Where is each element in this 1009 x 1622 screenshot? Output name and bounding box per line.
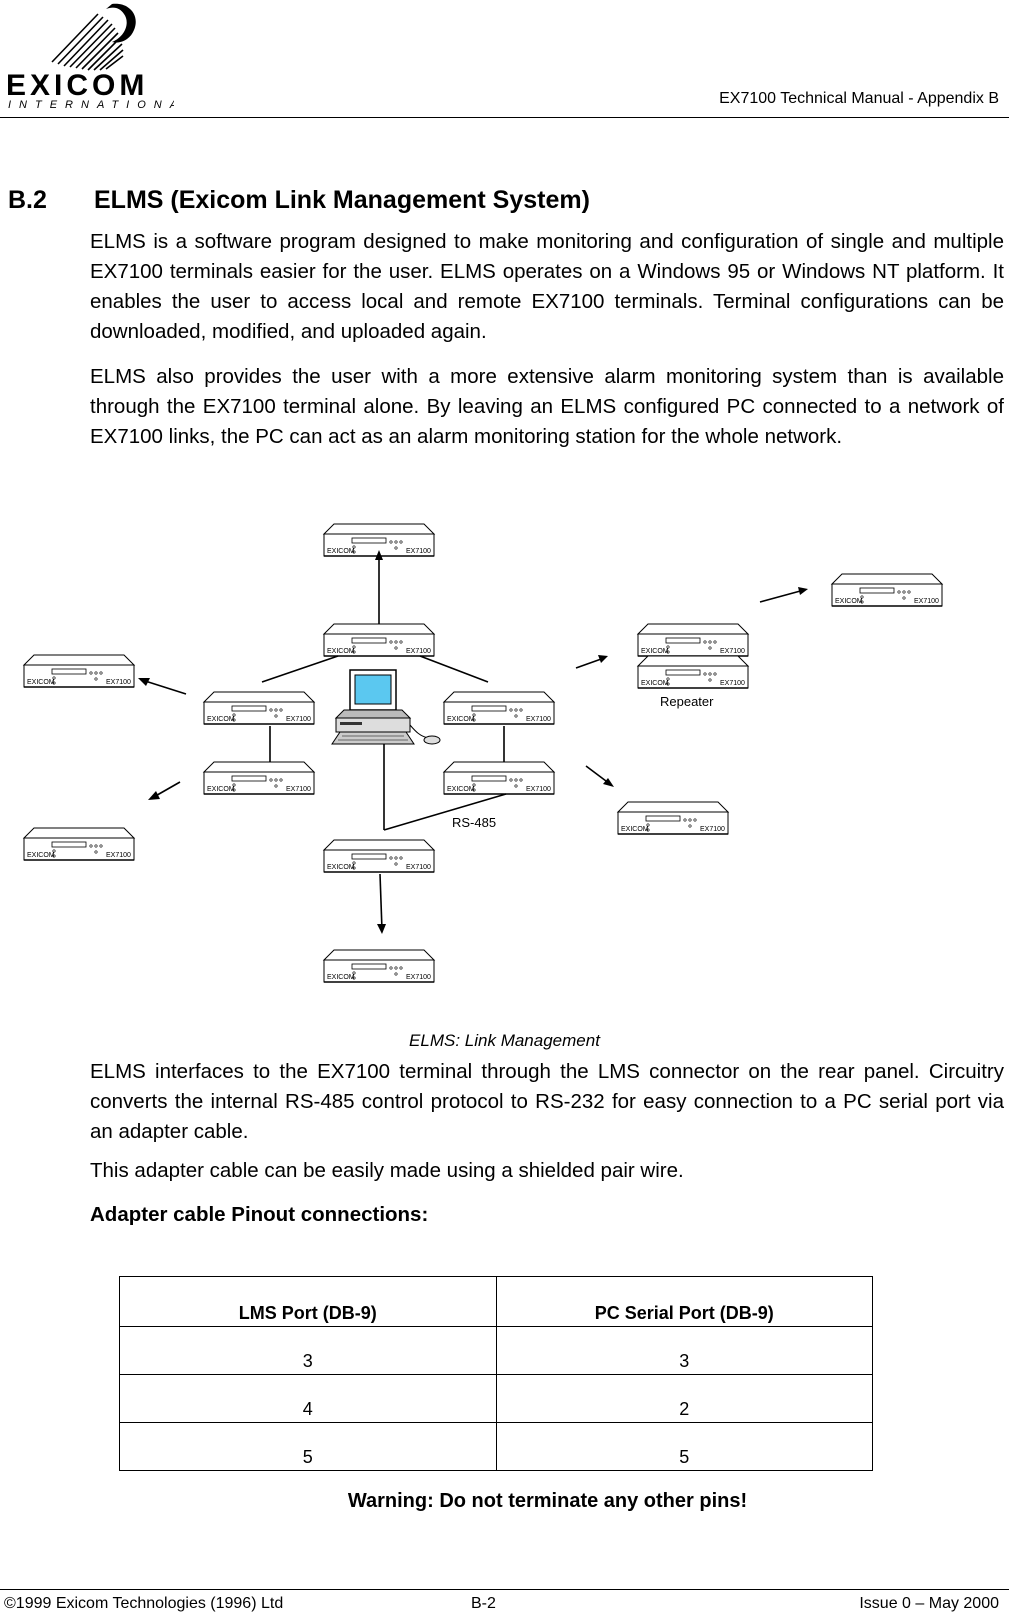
logo-subtext: INTERNATIONAL — [8, 99, 174, 111]
device-brand: EXICOM — [641, 680, 669, 687]
device-model: EX7100 — [700, 826, 725, 833]
exicom-logo: EXICOM INTERNATIONAL — [2, 0, 191, 112]
ex7100-left-lower-local: EXICOM EX7100 — [203, 761, 315, 795]
rs485-bus-label: RS-485 — [452, 815, 496, 830]
device-brand: EXICOM — [447, 716, 475, 723]
device-model: EX7100 — [406, 648, 431, 655]
device-model: EX7100 — [406, 974, 431, 981]
ex7100-repeater-unit-a: EXICOM EX7100 — [637, 623, 749, 657]
device-model: EX7100 — [286, 716, 311, 723]
ex7100-right-upper-local: EXICOM EX7100 — [443, 691, 555, 725]
device-brand: EXICOM — [447, 786, 475, 793]
ex7100-lower-right-remote: EXICOM EX7100 — [617, 801, 729, 835]
pinout-table: LMS Port (DB-9) PC Serial Port (DB-9) 3 … — [119, 1276, 873, 1471]
device-brand: EXICOM — [327, 864, 355, 871]
footer-issue: Issue 0 – May 2000 — [859, 1595, 999, 1612]
device-brand: EXICOM — [327, 648, 355, 655]
footer-copyright: ©1999 Exicom Technologies (1996) Ltd — [4, 1595, 284, 1612]
device-model: EX7100 — [914, 598, 939, 605]
warning-note: Warning: Do not terminate any other pins… — [347, 1490, 748, 1512]
device-model: EX7100 — [406, 548, 431, 555]
device-model: EX7100 — [720, 680, 745, 687]
pc-workstation — [331, 669, 441, 745]
device-model: EX7100 — [720, 648, 745, 655]
device-brand: EXICOM — [327, 548, 355, 555]
device-model: EX7100 — [106, 679, 131, 686]
pinout-heading: Adapter cable Pinout connections: — [90, 1203, 429, 1226]
network-diagram-svg: EXICOM EX7100 EXICOM EX7100 EXICOM EX710… — [23, 523, 943, 983]
table-header-row: LMS Port (DB-9) PC Serial Port (DB-9) — [119, 1276, 873, 1327]
paragraph-adapter-cable: This adapter cable can be easily made us… — [90, 1159, 684, 1182]
device-brand: EXICOM — [27, 852, 55, 859]
section-number: B.2 — [8, 186, 47, 214]
paragraph-interfaces: ELMS interfaces to the EX7100 terminal t… — [90, 1060, 1004, 1143]
device-model: EX7100 — [406, 864, 431, 871]
device-brand: EXICOM — [207, 716, 235, 723]
ex7100-bottom-local: EXICOM EX7100 — [323, 839, 435, 873]
table-row: 3 3 — [119, 1326, 873, 1375]
ex7100-repeater-unit-b: EXICOM EX7100 — [637, 655, 749, 689]
ex7100-left-lower-remote: EXICOM EX7100 — [23, 827, 135, 861]
logo-wordmark: EXICOM — [6, 69, 148, 102]
pc-pin-cell: 3 — [495, 1326, 873, 1375]
device-brand: EXICOM — [27, 679, 55, 686]
link-management-diagram: EXICOM EX7100 EXICOM EX7100 EXICOM EX710… — [0, 510, 1009, 990]
device-model: EX7100 — [526, 786, 551, 793]
ex7100-left-upper-local: EXICOM EX7100 — [203, 691, 315, 725]
document-header-title: EX7100 Technical Manual - Appendix B — [719, 90, 999, 107]
footer-page-number: B-2 — [471, 1595, 496, 1612]
footer-divider — [0, 1589, 1009, 1590]
ex7100-bottom-remote: EXICOM EX7100 — [323, 949, 435, 983]
pc-serial-port-header: PC Serial Port (DB-9) — [495, 1276, 873, 1327]
device-model: EX7100 — [526, 716, 551, 723]
exicom-logo-graphic: EXICOM INTERNATIONAL — [6, 3, 191, 111]
ex7100-left-upper-remote: EXICOM EX7100 — [23, 654, 135, 688]
device-brand: EXICOM — [835, 598, 863, 605]
ex7100-far-right-remote: EXICOM EX7100 — [831, 573, 943, 607]
table-row: 4 2 — [119, 1374, 873, 1423]
link-arrowheads — [138, 550, 808, 934]
lms-port-header: LMS Port (DB-9) — [119, 1276, 497, 1327]
header-divider — [0, 117, 1009, 118]
pc-pin-cell: 2 — [495, 1374, 873, 1423]
device-model: EX7100 — [286, 786, 311, 793]
lms-pin-cell: 3 — [119, 1326, 497, 1375]
device-brand: EXICOM — [621, 826, 649, 833]
diagram-caption: ELMS: Link Management — [409, 1031, 600, 1050]
device-brand: EXICOM — [327, 974, 355, 981]
paragraph-alarm-monitoring: ELMS also provides the user with a more … — [90, 365, 1004, 448]
ex7100-top-local: EXICOM EX7100 — [323, 623, 435, 657]
ex7100-top-remote: EXICOM EX7100 — [323, 523, 435, 557]
lms-pin-cell: 5 — [119, 1422, 497, 1471]
device-model: EX7100 — [106, 852, 131, 859]
device-brand: EXICOM — [207, 786, 235, 793]
network-links — [141, 554, 805, 931]
pc-pin-cell: 5 — [495, 1422, 873, 1471]
paragraph-intro: ELMS is a software program designed to m… — [90, 230, 1004, 343]
ex7100-right-lower-local: EXICOM EX7100 — [443, 761, 555, 795]
section-title: ELMS (Exicom Link Management System) — [94, 186, 590, 214]
repeater-label: Repeater — [660, 694, 714, 709]
device-brand: EXICOM — [641, 648, 669, 655]
lms-pin-cell: 4 — [119, 1374, 497, 1423]
table-row: 5 5 — [119, 1422, 873, 1471]
